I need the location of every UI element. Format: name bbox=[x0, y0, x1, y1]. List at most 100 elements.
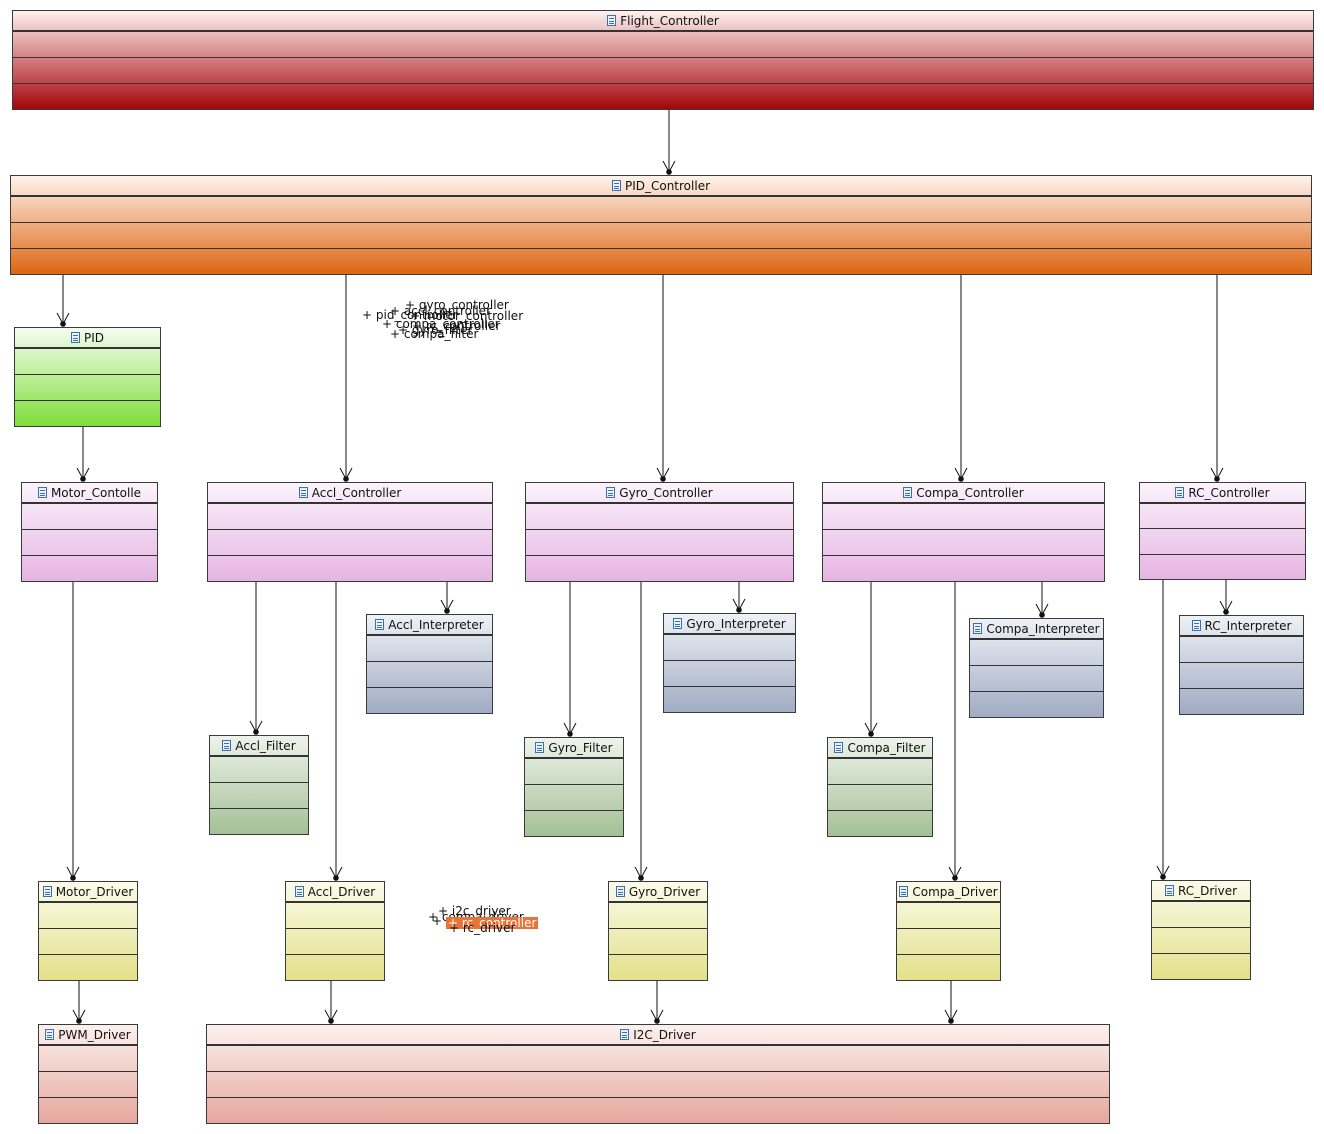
class-name: Accl_Driver bbox=[307, 884, 376, 899]
association-compac-to-compai[interactable] bbox=[1035, 582, 1049, 618]
association-acclc-to-acclf[interactable] bbox=[249, 582, 263, 735]
operations-section bbox=[970, 665, 1103, 691]
class-icon bbox=[70, 332, 80, 343]
association-pidc-to-pid[interactable] bbox=[56, 275, 70, 327]
association-pidc-to-gyroc[interactable] bbox=[656, 275, 670, 482]
class-motor-driver[interactable]: Motor_Driver bbox=[38, 881, 138, 981]
class-icon bbox=[611, 180, 621, 191]
association-acclc-to-accli[interactable] bbox=[440, 582, 454, 614]
class-name: PWM_Driver bbox=[58, 1027, 131, 1042]
class-icon bbox=[606, 487, 616, 498]
association-rcc-to-rci[interactable] bbox=[1219, 580, 1233, 615]
class-header: Gyro_Driver bbox=[609, 882, 707, 902]
operations-section bbox=[208, 529, 492, 555]
navigability-dot-icon bbox=[736, 607, 742, 613]
class-name: PID_Controller bbox=[624, 178, 711, 193]
operations-section bbox=[210, 782, 308, 808]
class-gyro-controller[interactable]: Gyro_Controller bbox=[525, 482, 794, 582]
operations-section bbox=[207, 1071, 1109, 1097]
class-header: RC_Interpreter bbox=[1180, 616, 1303, 636]
navigability-dot-icon bbox=[60, 321, 66, 327]
extra-section bbox=[1180, 688, 1303, 714]
association-gyroc-to-gyrod[interactable] bbox=[634, 582, 648, 881]
class-compa-interpreter[interactable]: Compa_Interpreter bbox=[969, 618, 1104, 718]
class-rc-interpreter[interactable]: RC_Interpreter bbox=[1179, 615, 1304, 715]
class-flight-controller[interactable]: Flight_Controller bbox=[12, 10, 1314, 110]
class-pwm-driver[interactable]: PWM_Driver bbox=[38, 1024, 138, 1124]
class-gyro-interpreter[interactable]: Gyro_Interpreter bbox=[663, 613, 796, 713]
operations-section bbox=[1180, 662, 1303, 688]
extra-section bbox=[13, 83, 1313, 109]
class-icon bbox=[45, 1029, 55, 1040]
class-gyro-driver[interactable]: Gyro_Driver bbox=[608, 881, 708, 981]
association-pid-to-motorc[interactable] bbox=[76, 427, 90, 482]
class-pid-controller[interactable]: PID_Controller bbox=[10, 175, 1312, 275]
association-pidc-to-acclc[interactable] bbox=[339, 275, 353, 482]
class-name: Flight_Controller bbox=[620, 13, 719, 28]
class-icon bbox=[615, 886, 625, 897]
class-icon bbox=[298, 487, 308, 498]
navigability-dot-icon bbox=[444, 608, 450, 614]
class-icon bbox=[1191, 620, 1201, 631]
class-gyro-filter[interactable]: Gyro_Filter bbox=[524, 737, 624, 837]
class-accl-interpreter[interactable]: Accl_Interpreter bbox=[366, 614, 493, 714]
attributes-section bbox=[609, 902, 707, 928]
extra-section bbox=[609, 954, 707, 980]
association-motorc-to-motord[interactable] bbox=[66, 582, 80, 881]
class-compa-filter[interactable]: Compa_Filter bbox=[827, 737, 933, 837]
association-accld-to-i2cd[interactable] bbox=[324, 981, 338, 1024]
operations-section bbox=[664, 660, 795, 686]
extra-section bbox=[15, 400, 160, 426]
association-rcc-to-rcd[interactable] bbox=[1156, 580, 1170, 880]
association-motord-to-pwmd[interactable] bbox=[72, 981, 86, 1024]
class-accl-controller[interactable]: Accl_Controller bbox=[207, 482, 493, 582]
operations-section bbox=[828, 784, 932, 810]
association-flight-to-pidc[interactable] bbox=[662, 110, 676, 175]
class-rc-controller[interactable]: RC_Controller bbox=[1139, 482, 1306, 580]
association-gyrod-to-i2cd[interactable] bbox=[650, 981, 664, 1024]
extra-section bbox=[286, 954, 384, 980]
association-gyroc-to-gyroi[interactable] bbox=[732, 582, 746, 613]
class-icon bbox=[42, 886, 52, 897]
extra-section bbox=[525, 810, 623, 836]
class-name: Gyro_Filter bbox=[548, 740, 613, 755]
extra-section bbox=[207, 1097, 1109, 1123]
class-header: Gyro_Interpreter bbox=[664, 614, 795, 634]
class-icon bbox=[903, 487, 913, 498]
association-pidc-to-compac[interactable] bbox=[954, 275, 968, 482]
association-compac-to-compad[interactable] bbox=[948, 582, 962, 881]
class-motor-contolle[interactable]: Motor_Contolle bbox=[21, 482, 158, 582]
attributes-section bbox=[970, 639, 1103, 665]
role-label: + i2c_driver bbox=[438, 904, 511, 918]
role-label: + gyro_controller bbox=[405, 298, 509, 312]
navigability-dot-icon bbox=[80, 476, 86, 482]
class-rc-driver[interactable]: RC_Driver bbox=[1151, 880, 1251, 980]
operations-section bbox=[39, 1071, 137, 1097]
role-label-highlighted[interactable]: + rc_controller bbox=[446, 916, 539, 930]
association-acclc-to-accld[interactable] bbox=[329, 582, 343, 881]
class-header: Compa_Interpreter bbox=[970, 619, 1103, 639]
class-compa-driver[interactable]: Compa_Driver bbox=[896, 881, 1001, 981]
association-compac-to-compaf[interactable] bbox=[864, 582, 878, 737]
operations-section bbox=[13, 57, 1313, 83]
class-name: Compa_Driver bbox=[912, 884, 998, 899]
class-header: PWM_Driver bbox=[39, 1025, 137, 1045]
class-accl-driver[interactable]: Accl_Driver bbox=[285, 881, 385, 981]
class-i2c-driver[interactable]: I2C_Driver bbox=[206, 1024, 1110, 1124]
operations-section bbox=[15, 374, 160, 400]
class-accl-filter[interactable]: Accl_Filter bbox=[209, 735, 309, 835]
class-compa-controller[interactable]: Compa_Controller bbox=[822, 482, 1105, 582]
class-name: Compa_Interpreter bbox=[986, 621, 1100, 636]
association-gyroc-to-gyrof[interactable] bbox=[563, 582, 577, 737]
navigability-dot-icon bbox=[638, 875, 644, 881]
navigability-dot-icon bbox=[567, 731, 573, 737]
class-pid[interactable]: PID bbox=[14, 327, 161, 427]
role-label: + rc_controller bbox=[412, 319, 501, 333]
attributes-section bbox=[897, 902, 1000, 928]
association-compad-to-i2cd[interactable] bbox=[944, 981, 958, 1024]
extra-section bbox=[664, 686, 795, 712]
class-icon bbox=[620, 1029, 630, 1040]
association-pidc-to-rcc[interactable] bbox=[1210, 275, 1224, 482]
class-icon bbox=[834, 742, 844, 753]
